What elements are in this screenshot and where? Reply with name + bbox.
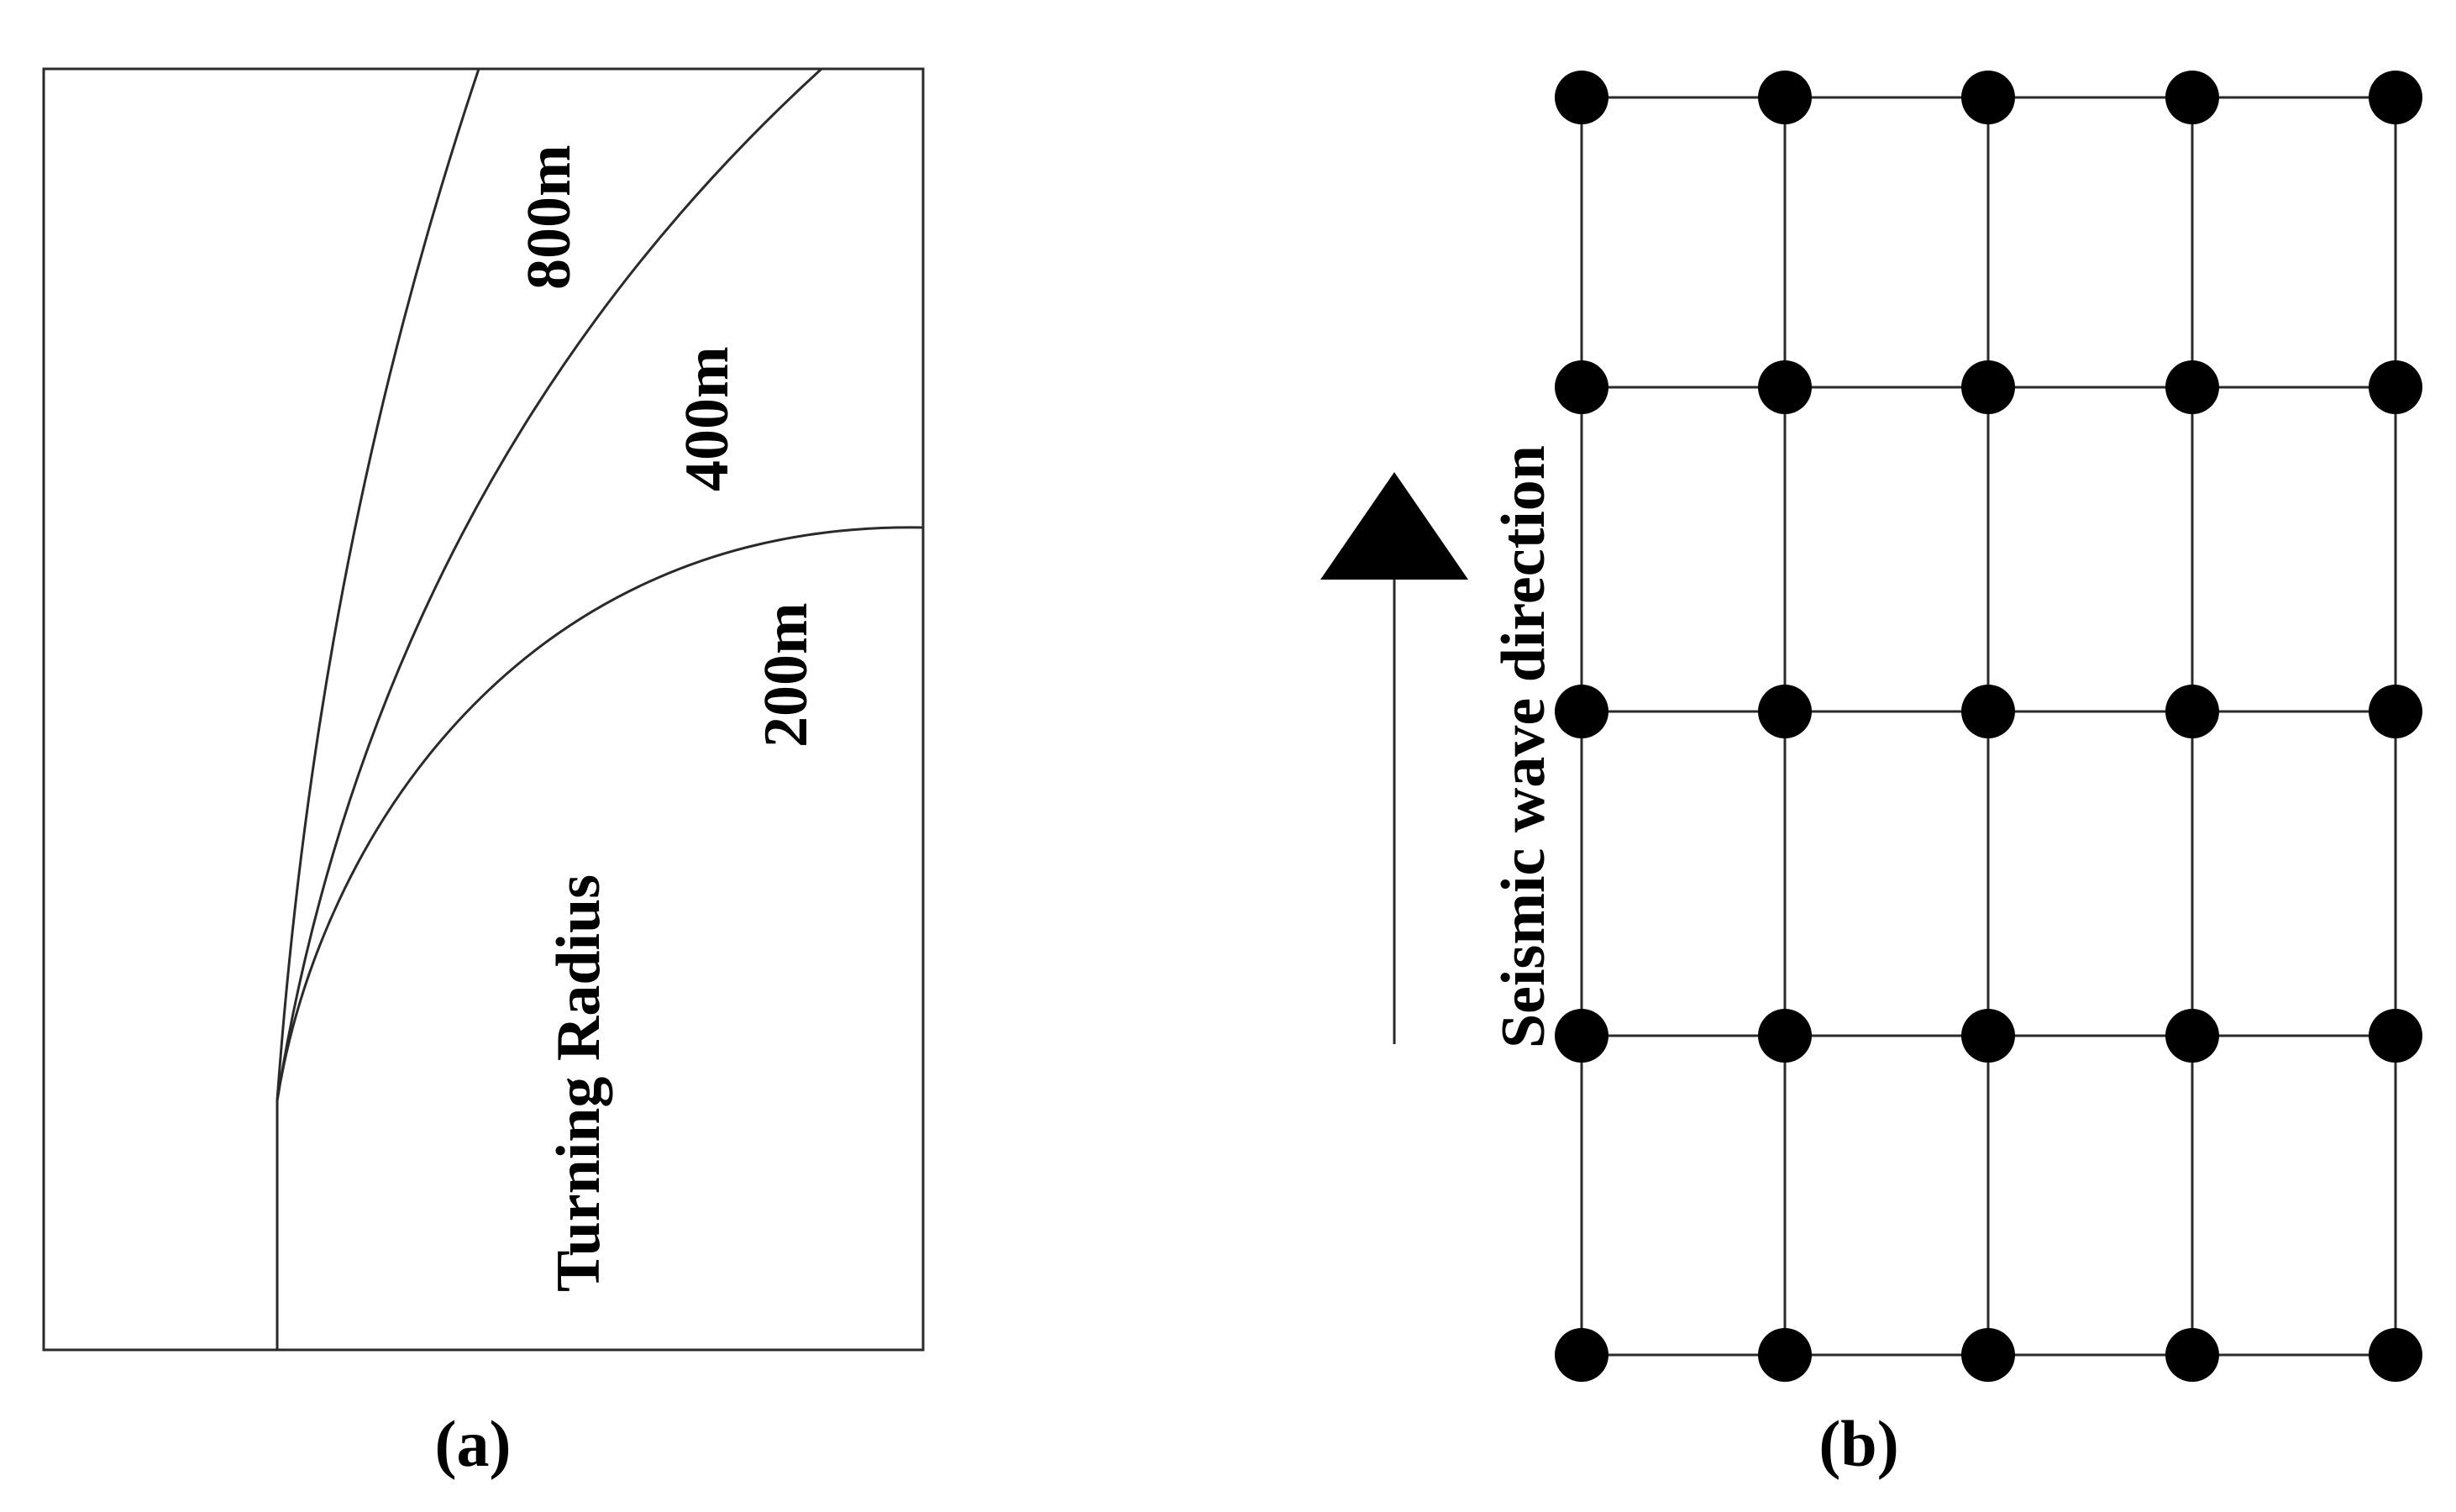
panel-b-caption-letter: b — [1840, 1407, 1876, 1480]
turning-radius-label: Turning Radius — [544, 874, 613, 1292]
grid-node — [1555, 1328, 1608, 1382]
grid-node — [2369, 1328, 2422, 1382]
grid-node — [1555, 71, 1608, 124]
curve-200m — [276, 526, 924, 1101]
grid-node — [2369, 685, 2422, 738]
grid-node — [2165, 71, 2219, 124]
curve-label-800m: 800m — [515, 144, 584, 290]
panel-b-caption: (b) — [1818, 1407, 1898, 1480]
grid-node — [2369, 1009, 2422, 1063]
panel-a-caption-letter: a — [457, 1407, 490, 1480]
panel-a: 800m 400m 200m Turning Radius — [42, 67, 925, 1352]
grid-node — [1758, 1009, 1812, 1063]
grid-node — [1961, 360, 2015, 414]
direction-arrow-head — [1320, 472, 1468, 580]
grid-node — [1555, 1009, 1608, 1063]
grid-node — [2165, 685, 2219, 738]
grid-node — [1758, 685, 1812, 738]
grid-node — [2165, 1009, 2219, 1063]
grid-node — [2369, 360, 2422, 414]
grid-node — [1555, 685, 1608, 738]
panel-a-frame — [42, 67, 925, 1352]
curve-label-200m: 200m — [752, 602, 821, 748]
grid-node — [2369, 71, 2422, 124]
grid-node — [1961, 1328, 2015, 1382]
seismic-direction-label: Seismic wave direction — [1489, 445, 1558, 1048]
grid-node — [1758, 71, 1812, 124]
grid-nodes — [1555, 71, 2422, 1382]
curve-800m — [276, 68, 480, 1101]
curve-400m — [276, 67, 823, 1101]
panel-b: Seismic wave direction — [1320, 71, 2422, 1382]
grid-node — [1961, 685, 2015, 738]
grid-node — [2165, 360, 2219, 414]
grid-node — [1758, 1328, 1812, 1382]
grid-node — [1961, 1009, 2015, 1063]
grid-node — [2165, 1328, 2219, 1382]
panel-a-caption: (a) — [435, 1407, 512, 1480]
grid-node — [1961, 71, 2015, 124]
grid-node — [1555, 360, 1608, 414]
curve-label-400m: 400m — [673, 346, 742, 491]
grid-node — [1758, 360, 1812, 414]
